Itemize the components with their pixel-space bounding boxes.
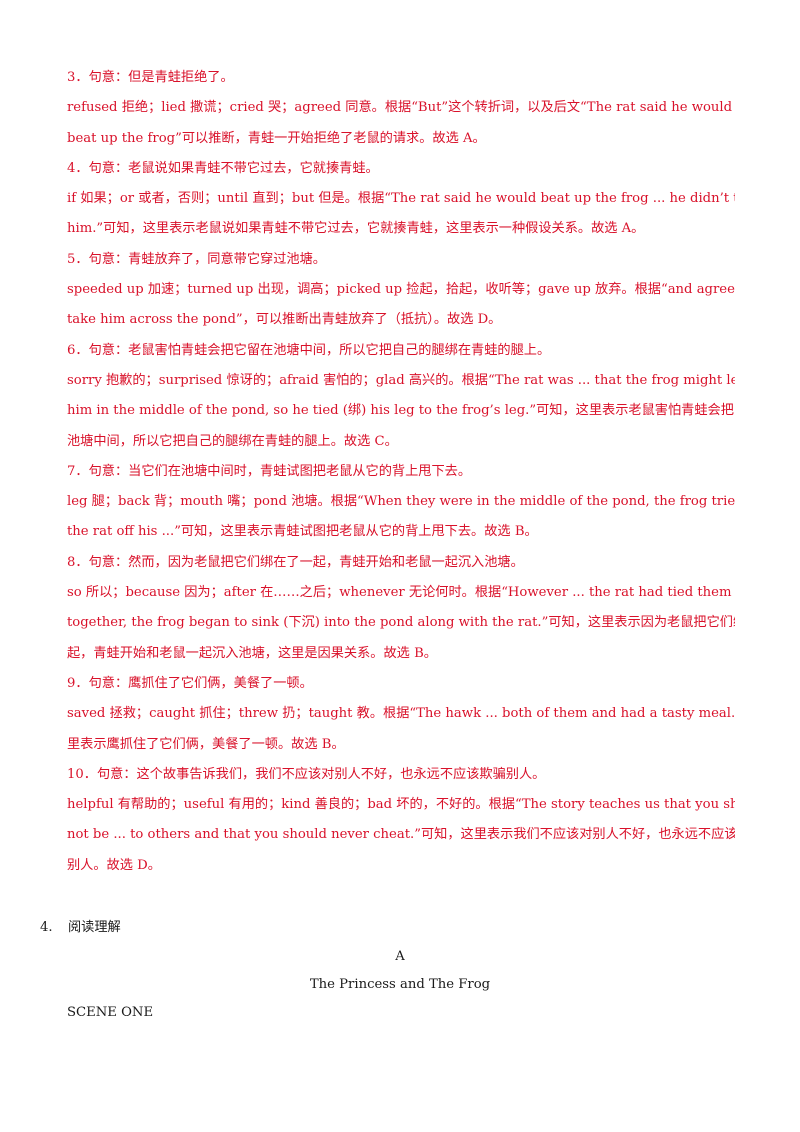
explanation-line: so 所以；because 因为；after 在……之后；whenever 无论… (67, 585, 732, 601)
answer-explanations: 3．句意：但是青蛙拒绝了。 refused 拒绝；lied 撒谎；cried 哭；… (67, 63, 735, 881)
explanation-line: 10．句意：这个故事告诉我们，我们不应该对别人不好，也永远不应该欺骗别人。 (67, 766, 546, 782)
explanation-line: refused 拒绝；lied 撒谎；cried 哭；agreed 同意。根据“… (67, 100, 733, 116)
explanation-line: him.”可知，这里表示老鼠说如果青蛙不带它过去，它就揍青蛙，这里表示一种假设关… (67, 221, 645, 237)
section-title: 阅读理解 (68, 920, 121, 935)
section-number: 4. (40, 920, 53, 935)
section-heading: 4. 阅读理解 (40, 914, 760, 942)
explanation-line: leg 腿；back 背；mouth 嘴；pond 池塘。根据“When the… (67, 494, 735, 510)
explanation-line: saved 拯救；caught 抓住；threw 扔；taught 教。根据“T… (67, 706, 735, 722)
explanation-line: beat up the frog”可以推断，青蛙一开始拒绝了老鼠的请求。故选 A… (67, 130, 486, 146)
story-title: The Princess and The Frog (309, 977, 491, 992)
explanation-line: 别人。故选 D。 (67, 857, 161, 873)
explanation-line: 4．句意：老鼠说如果青蛙不带它过去，它就揍青蛙。 (67, 160, 379, 176)
explanation-line: if 如果；or 或者，否则；until 直到；but 但是。根据“The ra… (67, 191, 735, 207)
explanation-line: 9．句意：鹰抓住了它们俩，美餐了一顿。 (67, 675, 313, 691)
explanation-line: 池塘中间，所以它把自己的腿绑在青蛙的腿上。故选 C。 (67, 433, 398, 449)
explanation-line: helpful 有帮助的；useful 有用的；kind 善良的；bad 坏的，… (67, 797, 735, 813)
explanation-line: 起，青蛙开始和老鼠一起沉入池塘，这里是因果关系。故选 B。 (67, 645, 437, 661)
explanation-line: 5．句意：青蛙放弃了，同意带它穿过池塘。 (67, 251, 326, 267)
explanation-line: sorry 抱歉的；surprised 惊讶的；afraid 害怕的；glad … (67, 372, 735, 388)
scene-heading: SCENE ONE (67, 1005, 154, 1020)
explanation-line: 8．句意：然而，因为老鼠把它们绑在了一起，青蛙开始和老鼠一起沉入池塘。 (67, 554, 524, 570)
explanation-line: 6．句意：老鼠害怕青蛙会把它留在池塘中间，所以它把自己的腿绑在青蛙的腿上。 (67, 342, 551, 358)
part-label: A (395, 949, 405, 964)
explanation-line: 里表示鹰抓住了它们俩，美餐了一顿。故选 B。 (67, 736, 345, 752)
explanation-line: the rat off his ...”可知，这里表示青蛙试图把老鼠从它的背上甩… (67, 524, 538, 540)
reading-section: 4. 阅读理解 A The Princess and The Frog SCENE… (40, 914, 760, 1027)
explanation-line: take him across the pond”，可以推断出青蛙放弃了（抵抗）… (67, 312, 502, 328)
explanation-line: speeded up 加速；turned up 出现，调高；picked up … (67, 282, 735, 298)
explanation-line: 3．句意：但是青蛙拒绝了。 (67, 70, 234, 85)
explanation-line: him in the middle of the pond, so he tie… (67, 403, 735, 419)
explanation-line: not be ... to others and that you should… (67, 827, 735, 843)
explanation-line: together, the frog began to sink (下沉) in… (67, 615, 735, 631)
explanation-line: 7．句意：当它们在池塘中间时，青蛙试图把老鼠从它的背上甩下去。 (67, 463, 472, 479)
